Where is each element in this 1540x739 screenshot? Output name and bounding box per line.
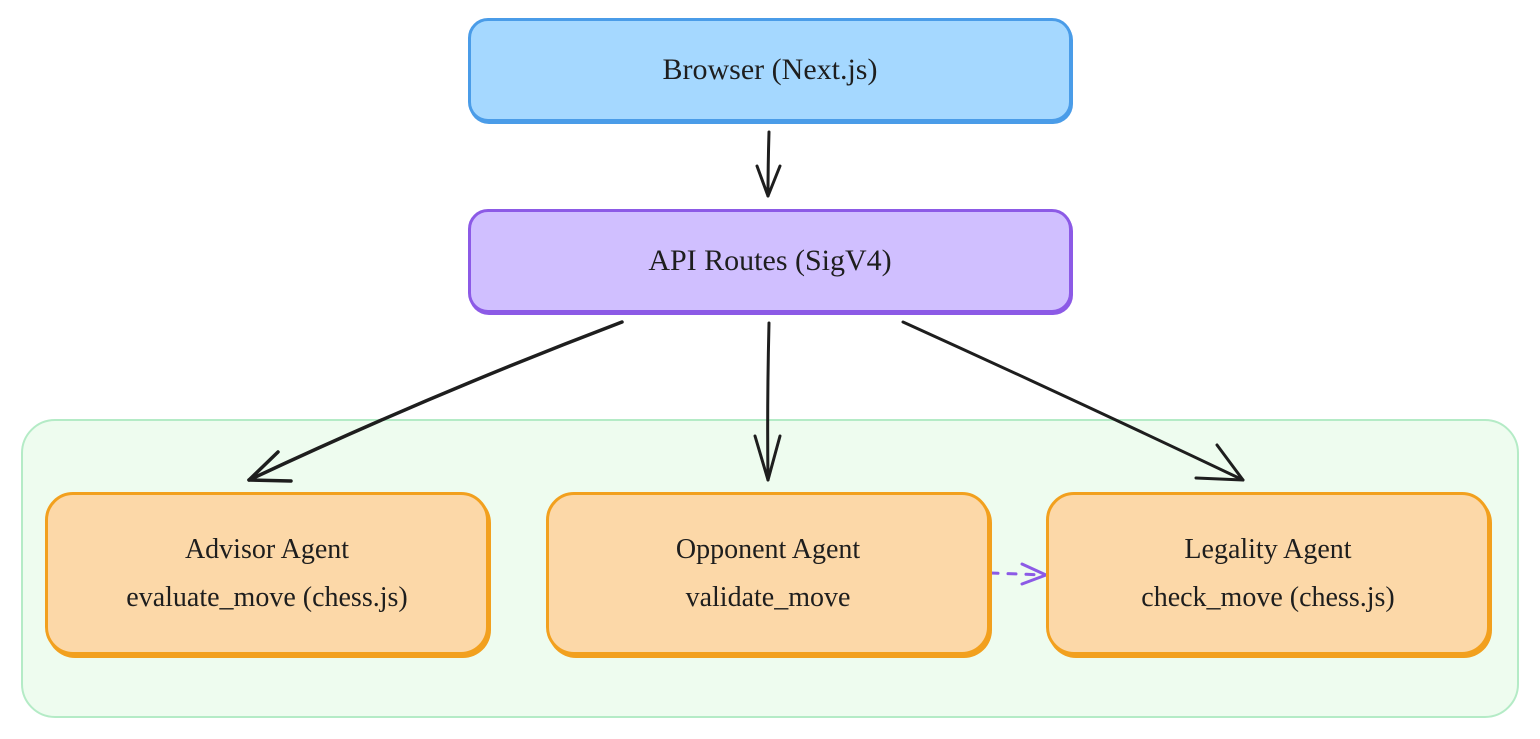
advisor-agent-node: Advisor Agent evaluate_move (chess.js) [45, 492, 489, 655]
legality-agent-node: Legality Agent check_move (chess.js) [1046, 492, 1490, 655]
api-routes-node: API Routes (SigV4) [468, 209, 1072, 313]
opponent-agent-tool: validate_move [685, 581, 851, 613]
arrow-browser-to-api [755, 130, 782, 198]
api-routes-label: API Routes (SigV4) [648, 244, 892, 277]
advisor-agent-title: Advisor Agent [184, 533, 350, 565]
advisor-agent-tool: evaluate_move (chess.js) [126, 581, 408, 613]
legality-agent-title: Legality Agent [1184, 533, 1352, 565]
opponent-agent-title: Opponent Agent [675, 533, 861, 565]
browser-node: Browser (Next.js) [468, 18, 1072, 122]
opponent-agent-node: Opponent Agent validate_move [546, 492, 990, 655]
legality-agent-tool: check_move (chess.js) [1141, 581, 1395, 613]
browser-label: Browser (Next.js) [662, 53, 878, 86]
